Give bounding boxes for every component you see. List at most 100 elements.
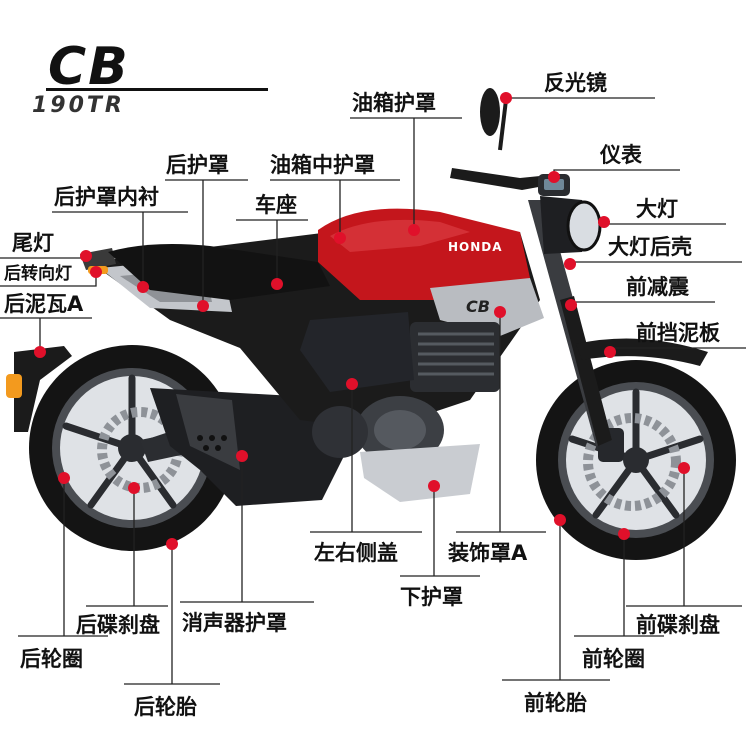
leader-side-cover	[310, 384, 422, 533]
fairing-badge-text: CB	[466, 297, 490, 316]
leader-rear-disc	[86, 488, 168, 607]
handlebar	[450, 168, 566, 190]
marker-front-disc	[678, 462, 690, 474]
mirror-shape	[480, 88, 500, 136]
leader-rear-tire	[124, 544, 220, 685]
marker-trim-cover	[494, 306, 506, 318]
marker-rear-cover	[197, 300, 209, 312]
side-cover-shape	[300, 312, 414, 392]
leader-rear-fender	[0, 317, 92, 352]
muffler-heat-guard	[176, 394, 240, 470]
gauge-screen	[544, 179, 564, 190]
marker-tank-cover	[408, 224, 420, 236]
lower-guard-shape	[360, 444, 480, 502]
label-front-rim: 前轮圈	[582, 647, 645, 671]
label-rear-disc: 后碟刹盘	[76, 613, 160, 637]
label-front-tire: 前轮胎	[524, 691, 587, 715]
label-rear-cover-liner: 后护罩内衬	[54, 185, 159, 209]
motorcycle: HONDA CB	[6, 88, 736, 560]
label-mirror: 反光镜	[544, 71, 607, 95]
leader-front-disc	[626, 468, 742, 607]
marker-tank-mid	[334, 232, 346, 244]
label-rear-turn-signal: 后转向灯	[4, 263, 72, 284]
marker-rear-tire	[166, 538, 178, 550]
leader-rear-rim	[18, 478, 108, 637]
marker-headlight-housing	[564, 258, 576, 270]
leader-trim-cover	[456, 312, 546, 533]
label-headlight-housing: 大灯后壳	[608, 235, 692, 259]
marker-side-cover	[346, 378, 358, 390]
label-tank-cover: 油箱护罩	[352, 91, 436, 115]
leader-tank-cover	[350, 117, 462, 230]
marker-rear-rim	[58, 472, 70, 484]
leader-front-rim	[574, 534, 664, 637]
leader-fork	[570, 301, 715, 305]
marker-front-rim	[618, 528, 630, 540]
front-fork-lower	[560, 296, 612, 446]
marker-headlight	[598, 216, 610, 228]
marker-front-fender	[604, 346, 616, 358]
label-seat: 车座	[255, 193, 297, 217]
label-front-fork: 前减震	[626, 275, 690, 299]
marker-seat	[271, 278, 283, 290]
label-lower-guard: 下护罩	[400, 585, 463, 609]
leader-tank-mid	[270, 179, 400, 238]
leader-gauge	[553, 169, 680, 177]
marker-tail-light	[80, 250, 92, 262]
label-tank-mid-cover: 油箱中护罩	[270, 153, 375, 177]
rear-reflector	[6, 374, 22, 398]
label-headlight: 大灯	[636, 197, 678, 221]
part-labels: 反光镜 油箱护罩 仪表 油箱中护罩 后护罩 大灯 后护罩内衬 车座 大灯后壳 尾…	[4, 71, 721, 719]
front-fender-shape	[576, 338, 708, 366]
leader-muffler-guard	[180, 456, 314, 603]
leader-rear-cover	[165, 179, 248, 306]
label-rear-rim: 后轮圈	[20, 647, 83, 671]
tank-highlight	[330, 219, 470, 252]
marker-turn-signal	[90, 266, 102, 278]
leader-headlight	[603, 222, 726, 225]
leader-tail-light	[0, 256, 87, 259]
label-rear-fender-a: 后泥瓦A	[4, 292, 84, 316]
label-front-disc: 前碟刹盘	[636, 613, 720, 637]
front-disc-shape	[583, 413, 681, 511]
leader-seat	[236, 219, 308, 284]
tank-brand-text: HONDA	[448, 240, 503, 254]
logo-brand-text: CB	[48, 37, 130, 97]
logo-model-text: 190TR	[32, 93, 125, 118]
label-trim-cover-a: 装饰罩A	[448, 541, 528, 565]
marker-mirror	[500, 92, 512, 104]
brand-logo: CB 190TR	[32, 37, 268, 118]
front-wheel	[536, 360, 736, 560]
marker-front-tire	[554, 514, 566, 526]
marker-rear-fender	[34, 346, 46, 358]
marker-rear-disc	[128, 482, 140, 494]
marker-dots	[34, 92, 690, 550]
leader-front-tire	[502, 520, 610, 681]
leader-rear-liner	[52, 211, 188, 287]
mirror-stem	[498, 99, 508, 151]
label-tail-light: 尾灯	[12, 231, 54, 255]
leader-lower-guard	[400, 486, 480, 577]
label-gauge: 仪表	[599, 143, 643, 167]
trim-cover-a-shape	[430, 278, 544, 336]
marker-fork	[565, 299, 577, 311]
rear-fender-a-shape	[14, 346, 72, 432]
leader-headlight-housing	[569, 261, 742, 264]
marker-lower-guard	[428, 480, 440, 492]
muffler-vents	[197, 435, 227, 451]
marker-muffler-guard	[236, 450, 248, 462]
marker-rear-liner	[137, 281, 149, 293]
label-rear-cover: 后护罩	[166, 153, 229, 177]
front-hub	[623, 447, 649, 473]
headlight-shape	[566, 200, 602, 252]
engine	[312, 322, 500, 464]
rear-hub	[118, 434, 146, 462]
label-side-cover: 左右侧盖	[314, 541, 398, 565]
label-front-fender: 前挡泥板	[636, 321, 721, 345]
label-rear-tire: 后轮胎	[134, 695, 197, 719]
marker-gauge	[548, 171, 560, 183]
logo-underline	[46, 88, 268, 91]
label-muffler-guard: 消声器护罩	[182, 611, 287, 635]
